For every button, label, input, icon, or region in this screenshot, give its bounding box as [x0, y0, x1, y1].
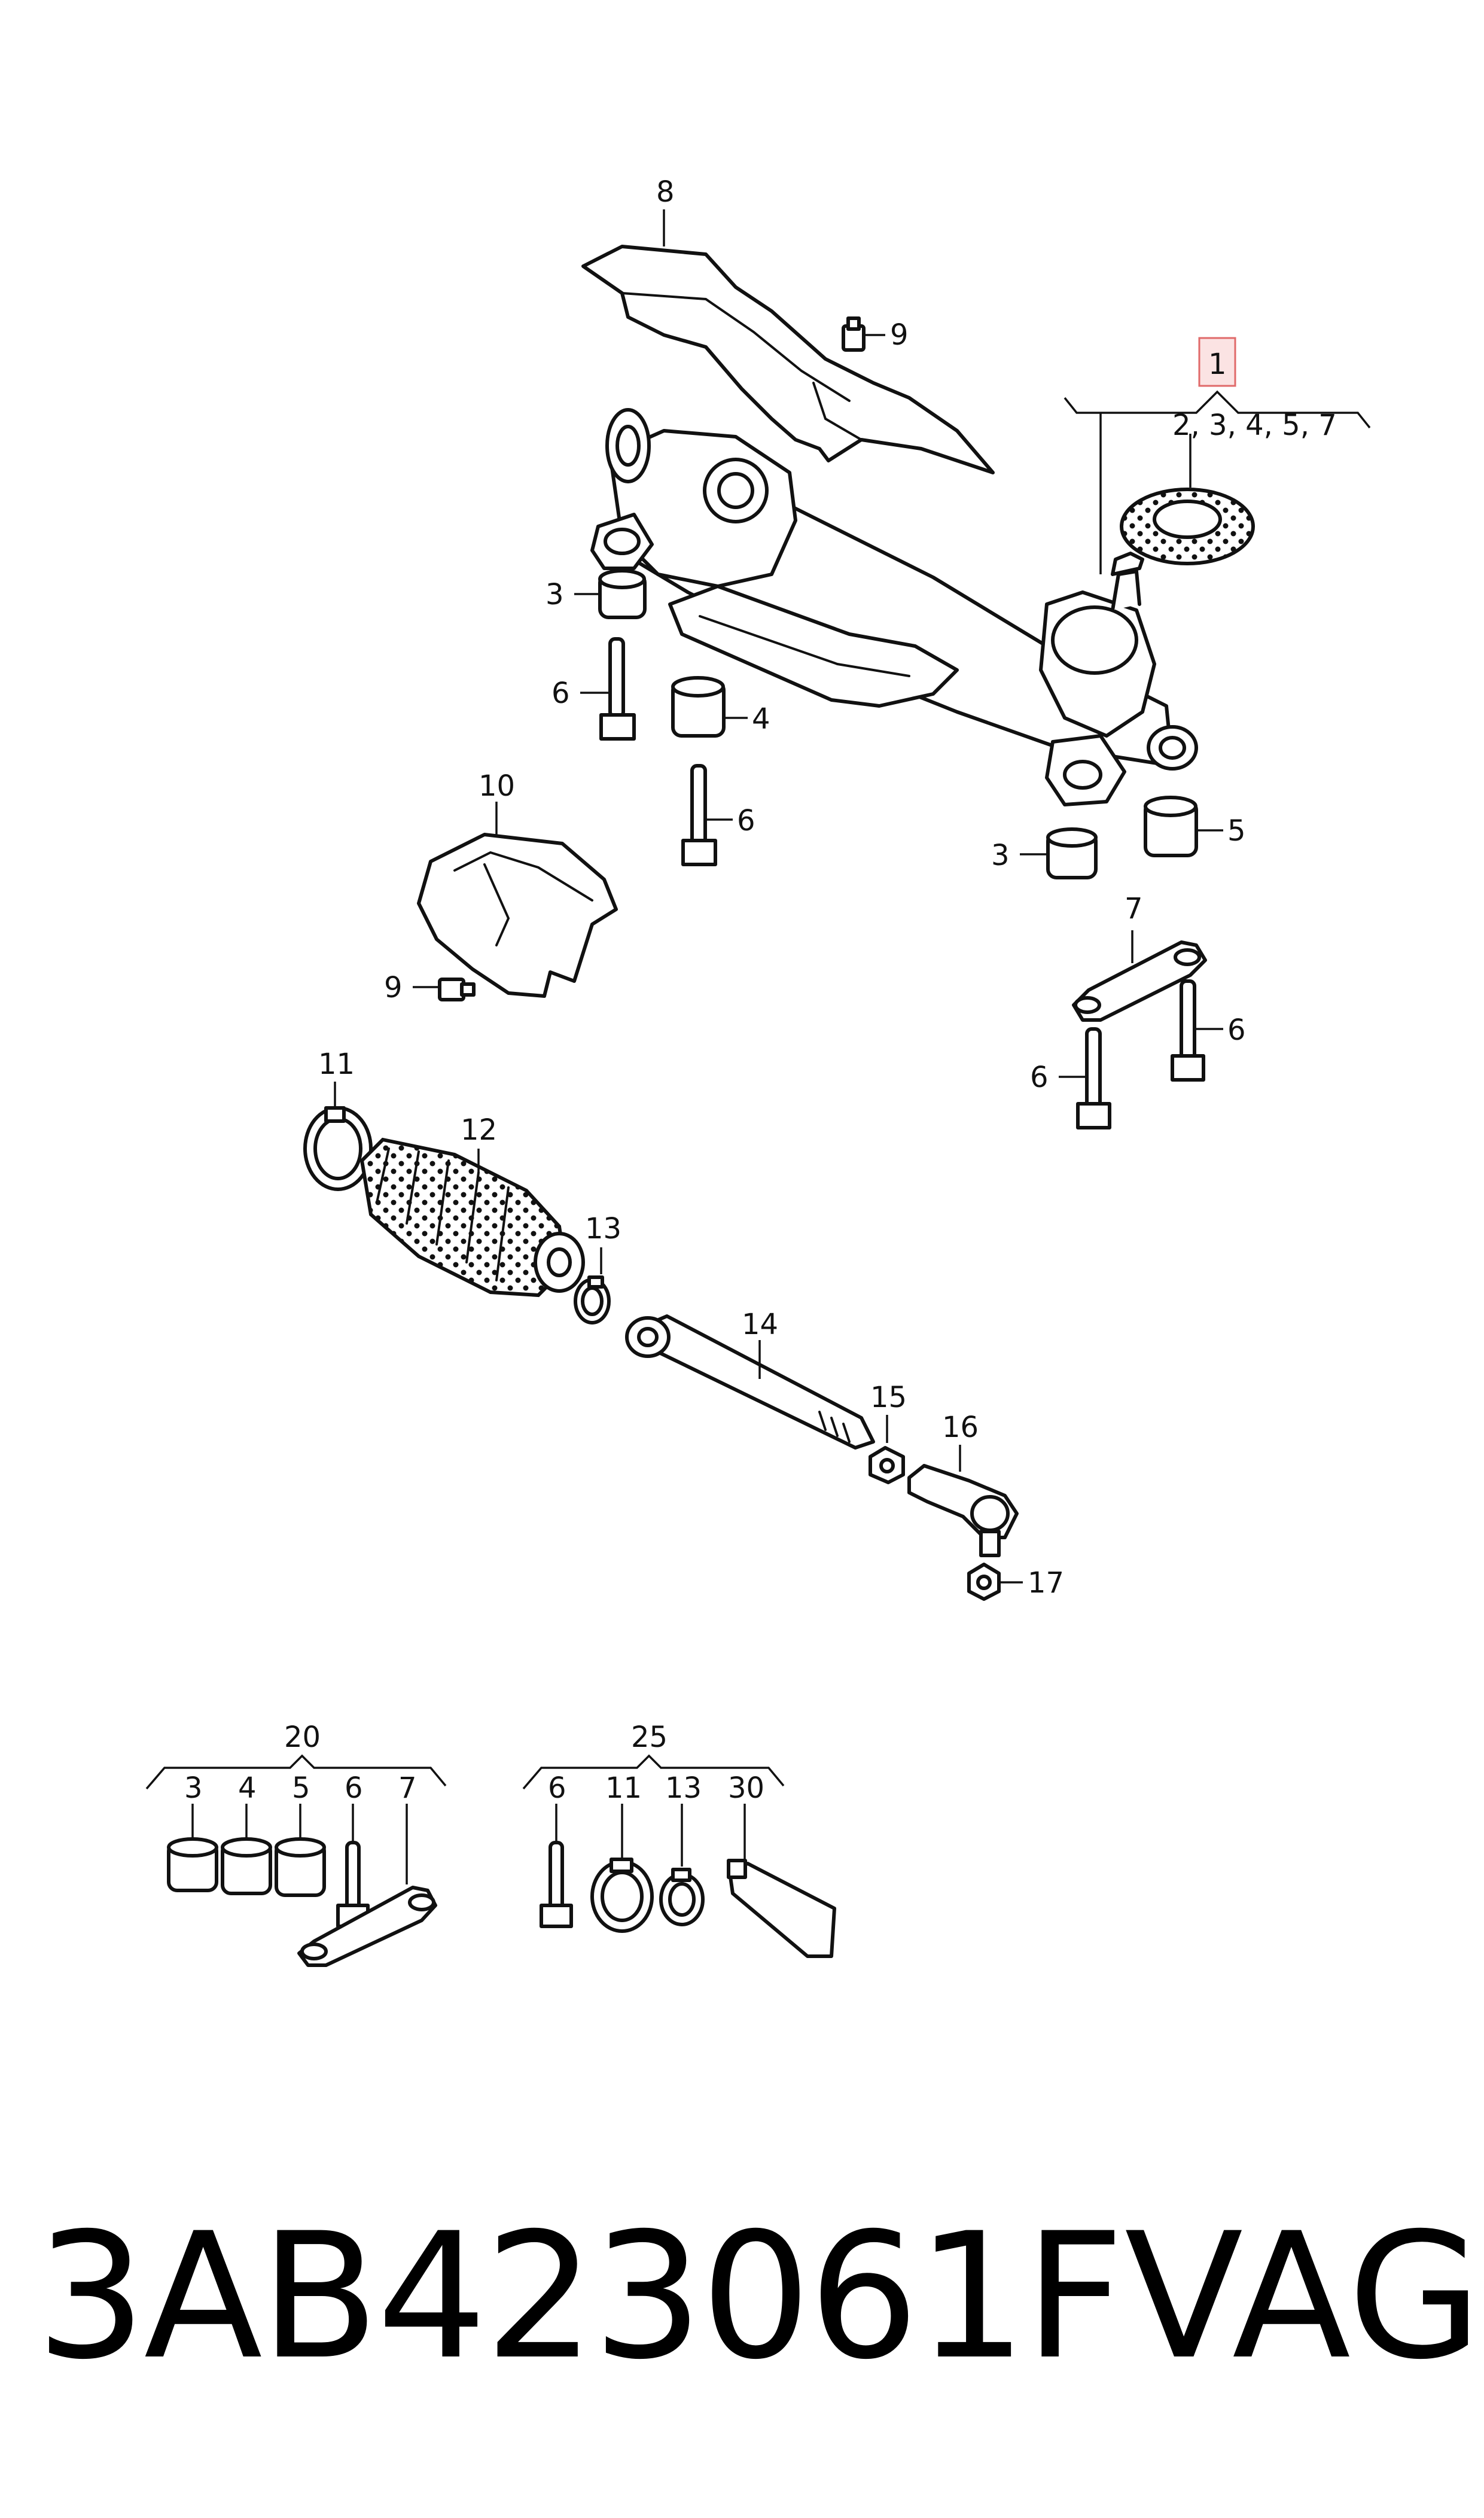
callout-10: 10 — [479, 769, 515, 803]
callout-3-right: 3 — [991, 839, 1010, 872]
clamp-13 — [574, 1247, 611, 1325]
kit-20-item-3: 3 — [184, 1771, 203, 1805]
callout-14: 14 — [742, 1308, 778, 1341]
callout-6-upper: 6 — [551, 677, 570, 710]
callout-4: 4 — [752, 702, 770, 736]
nut-17 — [967, 1563, 1023, 1601]
callout-6-middle: 6 — [737, 804, 755, 838]
bolt-6-upper — [580, 637, 636, 741]
bolt-6-lower-left — [1059, 1027, 1111, 1129]
kit-25-title: 25 — [631, 1721, 668, 1754]
kit-25 — [522, 1754, 836, 1958]
bushing-3-upper — [574, 569, 647, 619]
callout-1-group — [1064, 337, 1371, 574]
footer: 3AB423061F VAG — [0, 2208, 1484, 2387]
callout-12: 12 — [461, 1113, 497, 1147]
callout-17: 17 — [1028, 1566, 1064, 1600]
bolt-6-middle — [681, 764, 733, 866]
bushing-3-right — [1020, 827, 1098, 879]
kit-20-item-7: 7 — [398, 1771, 417, 1805]
callout-3-upper: 3 — [546, 578, 564, 611]
callout-1-includes: 2, 3, 4, 5, 7 — [1172, 409, 1337, 442]
kit-25-item-30: 30 — [728, 1771, 764, 1805]
callout-9-lower: 9 — [384, 971, 403, 1004]
seal-ring-2 — [1120, 488, 1255, 565]
nut-15 — [869, 1415, 905, 1484]
callout-16: 16 — [942, 1411, 979, 1444]
callout-5: 5 — [1227, 814, 1246, 848]
kit-25-item-6: 6 — [548, 1771, 566, 1805]
heat-shield-upper — [581, 245, 995, 474]
bushing-5 — [1144, 796, 1223, 857]
heat-shield-lower — [417, 833, 618, 998]
bolt-6-lower-right — [1171, 979, 1223, 1082]
callout-7: 7 — [1125, 892, 1143, 925]
tie-rod-14 — [625, 1314, 875, 1450]
callout-9-top: 9 — [890, 318, 909, 352]
kit-25-item-11: 11 — [605, 1771, 642, 1805]
kit-20-item-6: 6 — [345, 1771, 363, 1805]
kit-20 — [145, 1754, 447, 1967]
callout-6-lower-left: 6 — [1030, 1061, 1049, 1094]
part-number: 3AB423061F — [36, 2196, 1125, 2398]
brand-name: VAG — [1125, 2196, 1482, 2398]
callout-11: 11 — [318, 1048, 355, 1081]
kit-25-item-13: 13 — [665, 1771, 702, 1805]
bolt-9-top — [842, 316, 885, 352]
boot-12 — [359, 1137, 585, 1298]
callout-13: 13 — [585, 1212, 621, 1246]
callout-1-highlight — [1198, 337, 1236, 387]
steering-rack — [590, 408, 1198, 806]
kit-20-title: 20 — [284, 1721, 321, 1754]
kit-20-item-5: 5 — [292, 1771, 310, 1805]
tie-rod-end-16 — [907, 1445, 1019, 1557]
callout-8: 8 — [656, 175, 675, 209]
kit-20-item-4: 4 — [238, 1771, 257, 1805]
strap-7 — [1072, 930, 1207, 1022]
bolt-9-lower — [413, 978, 476, 1001]
bushing-4 — [671, 676, 748, 738]
clamp-11 — [303, 1082, 373, 1191]
callout-1: 1 — [1208, 348, 1227, 381]
callout-15: 15 — [870, 1381, 907, 1414]
callout-6-lower-right: 6 — [1227, 1013, 1246, 1047]
